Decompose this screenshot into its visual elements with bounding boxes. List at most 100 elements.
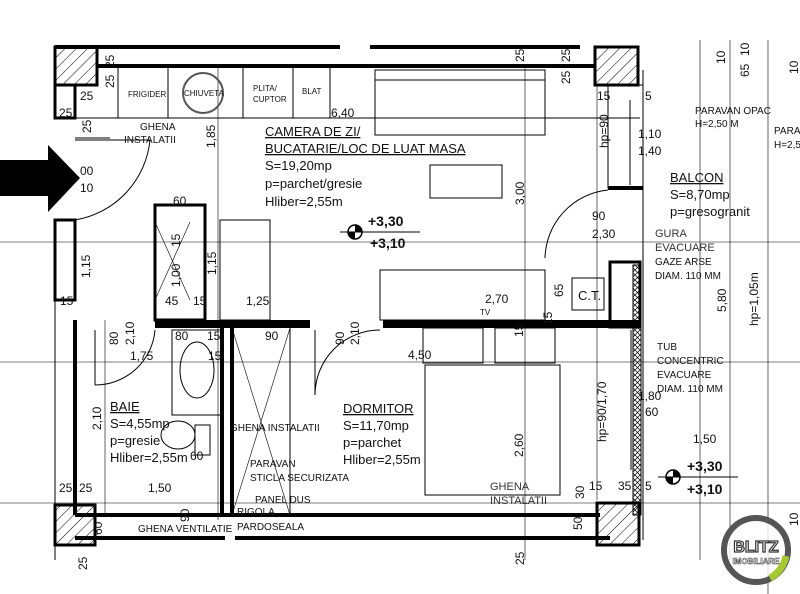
note-text: GURA: [655, 228, 687, 240]
dimension: hp=90: [597, 114, 611, 148]
dimension: 2,30: [592, 227, 616, 241]
room-living: CAMERA DE ZI/ BUCATARIE/LOC DE LUAT MASA…: [265, 124, 466, 209]
dimension: 45: [165, 294, 179, 308]
dimension: 60: [173, 194, 187, 208]
dimension: 2,10: [348, 321, 362, 345]
room-height: Hliber=2,55m: [110, 450, 188, 465]
room-floor: p=gresie: [110, 433, 160, 448]
dimension: 25: [80, 119, 94, 133]
dimension: 60: [645, 405, 659, 419]
dimension: 30: [573, 485, 587, 499]
structural-column-bottom-right: [595, 501, 641, 547]
room-balcony: BALCON S=8,70mp p=gresogranit: [670, 170, 750, 219]
sink-icon: [182, 72, 224, 114]
hob-label: PLITA/: [253, 84, 278, 93]
dimension: 1,50: [148, 481, 172, 495]
note-text: EVACUARE: [655, 242, 715, 254]
room-area: S=4,55mp: [110, 416, 170, 431]
note-text: EVACUARE: [657, 370, 712, 381]
dimension: 5,80: [715, 288, 729, 312]
dimension: 15: [589, 479, 603, 493]
washbasin-icon: [179, 341, 215, 399]
logo-subtext: IMOBILIARE: [732, 557, 780, 566]
dimension: 15: [207, 329, 221, 343]
dimension: hp=90/1,70: [595, 381, 609, 442]
note-text: STICLA SECURIZATA: [250, 473, 349, 484]
dimension: 6,40: [331, 106, 355, 120]
room-height: Hliber=2,55m: [265, 194, 343, 209]
room-area: S=19,20mp: [265, 158, 332, 173]
dimension: 25: [103, 74, 117, 88]
note-text: PANEL DUS: [255, 495, 311, 506]
dimension: 25: [76, 556, 90, 570]
dimension: 80: [175, 329, 189, 343]
dimension: 1,85: [204, 124, 218, 148]
dimension: 65: [552, 283, 566, 297]
dimension: 65: [738, 63, 752, 77]
dimension: 60: [91, 521, 105, 535]
room-title: BUCATARIE/LOC DE LUAT MASA: [265, 141, 466, 156]
dimension: 2,60: [512, 433, 526, 457]
dimension: 1,40: [638, 144, 662, 158]
level-top: +3,30: [368, 213, 404, 229]
dimension: 15: [60, 294, 74, 308]
dimension: 60: [190, 449, 204, 463]
dimension: 15: [208, 349, 222, 363]
note-text: H=2,50 M: [774, 140, 800, 151]
structural-column-top-left: [53, 45, 99, 87]
dimension: 2,10: [90, 406, 104, 430]
dimension: 25: [559, 70, 573, 84]
dimension: 1,75: [130, 349, 154, 363]
dimension-labels: 25 25 25 25 25 6,40 1,85 00 10 60 15 1,0…: [59, 42, 800, 570]
dimension: 35: [618, 479, 632, 493]
dimension: 3,00: [513, 181, 527, 205]
room-title: BALCON: [670, 170, 723, 185]
sink-label: CHIUVETA: [184, 89, 225, 98]
dimension: 25: [59, 106, 73, 120]
dimension: 90: [592, 209, 606, 223]
dimension: 15: [169, 233, 183, 247]
note-text: DIAM. 110 MM: [655, 271, 721, 282]
room-floor: p=parchet/gresie: [265, 176, 362, 191]
room-area: S=11,70mp: [343, 418, 409, 433]
note-text: H=2,50 M: [695, 119, 739, 130]
dimension: 10: [787, 60, 800, 74]
room-bath: BAIE S=4,55mp p=gresie Hliber=2,55m: [110, 399, 188, 465]
dimension: 1,15: [79, 254, 93, 278]
level-bottom: +3,10: [687, 481, 723, 497]
note-text: PARAVAN OPAC: [695, 106, 771, 117]
dimension: 1,15: [205, 251, 219, 275]
dimension: 5: [645, 479, 652, 493]
logo-text: BLITZ: [733, 539, 779, 556]
structural-column-top-right: [593, 45, 640, 87]
structural-column-bottom-left: [53, 503, 97, 547]
level-top: +3,30: [687, 458, 723, 474]
note-text: INSTALATII: [490, 495, 547, 507]
dimension: 2,10: [123, 321, 137, 345]
room-floor: p=parchet: [343, 435, 402, 450]
note-text: GHENA VENTILATIE: [138, 524, 233, 535]
oven-label: CUPTOR: [253, 95, 287, 104]
note-text: GAZE ARSE: [655, 257, 712, 268]
note-text: PARDOSEALA: [237, 522, 304, 533]
dimension: 10: [738, 42, 752, 56]
note-text: GHENA INSTALATII: [230, 423, 320, 434]
dimension: 1,80: [638, 389, 662, 403]
fridge-label: FRIGIDER: [128, 90, 166, 99]
dimension: 25: [80, 89, 94, 103]
dimension: 25: [513, 551, 527, 565]
room-area: S=8,70mp: [670, 187, 730, 202]
note-text: INSTALATII: [124, 135, 176, 146]
dimension: 10: [80, 181, 94, 195]
walls: [0, 40, 800, 594]
dimension: 25: [513, 48, 527, 62]
dimension: 1,25: [246, 294, 270, 308]
note-text: PARAVAN OPAC: [774, 126, 800, 137]
annotations: GHENA INSTALATII PARAVAN OPAC H=2,50 M P…: [124, 106, 800, 535]
dimension: 25: [103, 54, 117, 68]
entrance-arrow-icon: [0, 145, 80, 212]
dimension: 00: [80, 164, 94, 178]
dimension: 10: [787, 512, 800, 526]
dimension: 90: [333, 331, 347, 345]
dimension: 15: [597, 89, 611, 103]
